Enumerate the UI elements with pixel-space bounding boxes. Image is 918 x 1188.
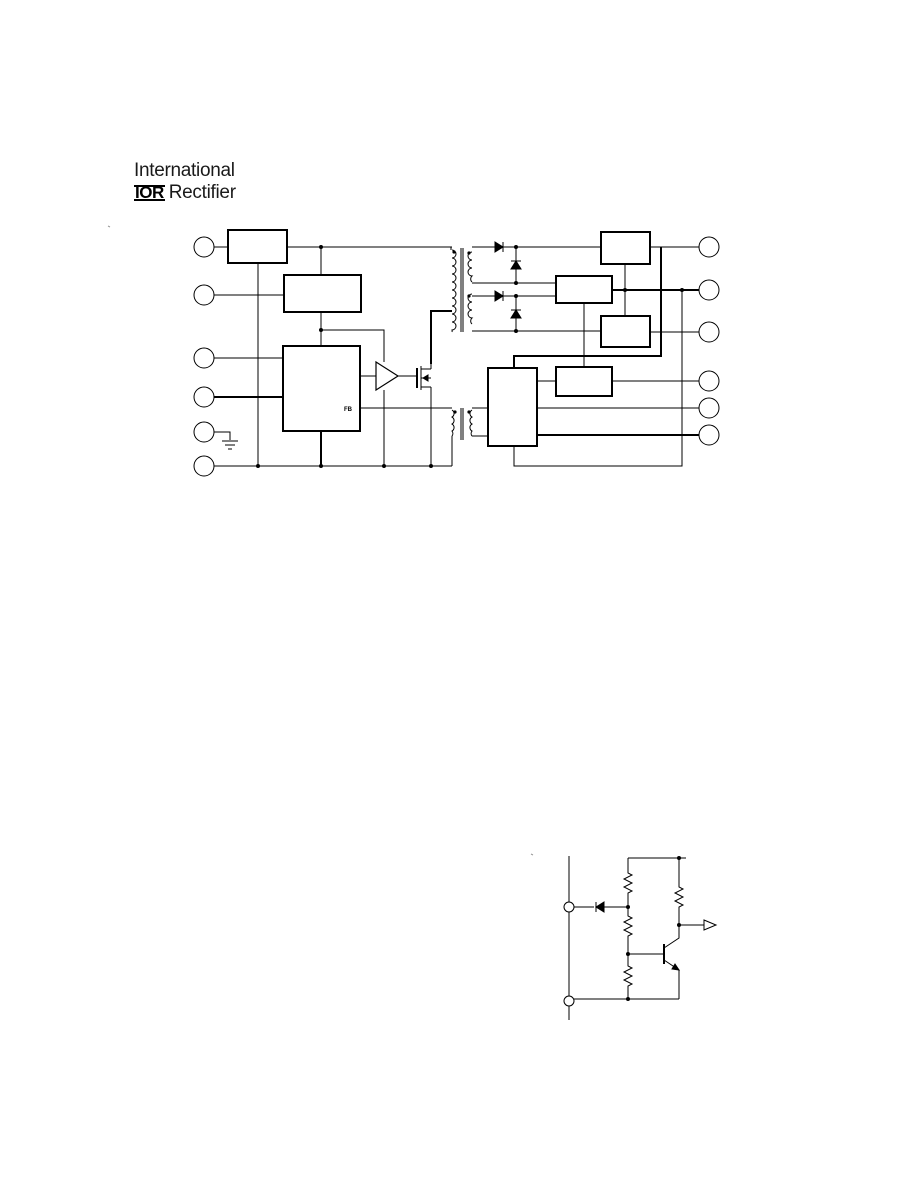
pin-circle	[193, 347, 215, 369]
output-arrow-icon	[703, 919, 718, 931]
npn-transistor-icon	[663, 925, 681, 999]
output-filter-block-2	[600, 315, 651, 348]
pin-circle	[698, 279, 720, 301]
pin-circle	[698, 321, 720, 343]
pin-circle	[193, 455, 215, 477]
wire	[513, 247, 662, 368]
output-filter-block-1	[600, 231, 651, 265]
junction-dot	[514, 281, 518, 285]
feedback-isolator-block	[487, 367, 538, 447]
junction-dot	[319, 464, 323, 468]
ground-icon	[214, 431, 238, 450]
left-pins	[193, 236, 215, 477]
inrush-block	[283, 274, 362, 313]
fb-label: FB	[344, 407, 353, 413]
pin-circle	[193, 421, 215, 443]
logo-second-line: IOR Rectifier	[134, 182, 236, 204]
junction-dot	[626, 997, 630, 1001]
pin-circle	[698, 397, 720, 419]
resistor-icon	[622, 907, 634, 954]
wire	[321, 329, 385, 362]
pin-circle	[698, 424, 720, 446]
main-transformer-icon	[451, 248, 474, 333]
right-pins	[698, 236, 720, 446]
feedback-transformer-icon	[450, 408, 474, 440]
logo-rectifier-text: Rectifier	[168, 182, 236, 203]
current-sense-block	[555, 275, 613, 304]
block-diagram: FB	[193, 229, 720, 477]
resistor-icon	[622, 954, 634, 999]
junction-dot	[319, 245, 323, 249]
junction-dot	[623, 288, 627, 292]
stray-mark	[530, 853, 534, 856]
pin-circle	[698, 370, 720, 392]
diode-icon	[494, 290, 504, 302]
junction-dot	[256, 464, 260, 468]
small-circuit	[563, 856, 718, 1020]
logo-ior-mark: IOR	[134, 183, 165, 202]
logo-international-text: International	[134, 160, 235, 181]
pwm-controller-block	[282, 345, 361, 432]
wire	[513, 290, 683, 467]
diode-icon	[595, 901, 605, 913]
pin-circle	[698, 236, 720, 258]
terminal-circle	[563, 901, 575, 913]
resistor-icon	[673, 858, 685, 925]
resistor-icon	[622, 858, 634, 907]
pin-circle	[193, 284, 215, 306]
ir-logo: International IOR Rectifier	[134, 160, 274, 206]
diode-icon	[510, 260, 522, 270]
gate-driver-triangle	[375, 360, 400, 392]
pin-circle	[193, 386, 215, 408]
mosfet-icon	[416, 364, 432, 466]
pin-circle	[193, 236, 215, 258]
diode-icon	[494, 241, 504, 253]
input-filter-block	[227, 229, 288, 264]
stray-mark	[107, 225, 111, 228]
terminal-circle	[563, 995, 575, 1007]
wire	[430, 310, 452, 364]
error-amp-block	[555, 366, 613, 397]
junction-dot	[514, 329, 518, 333]
diode-icon	[510, 309, 522, 319]
